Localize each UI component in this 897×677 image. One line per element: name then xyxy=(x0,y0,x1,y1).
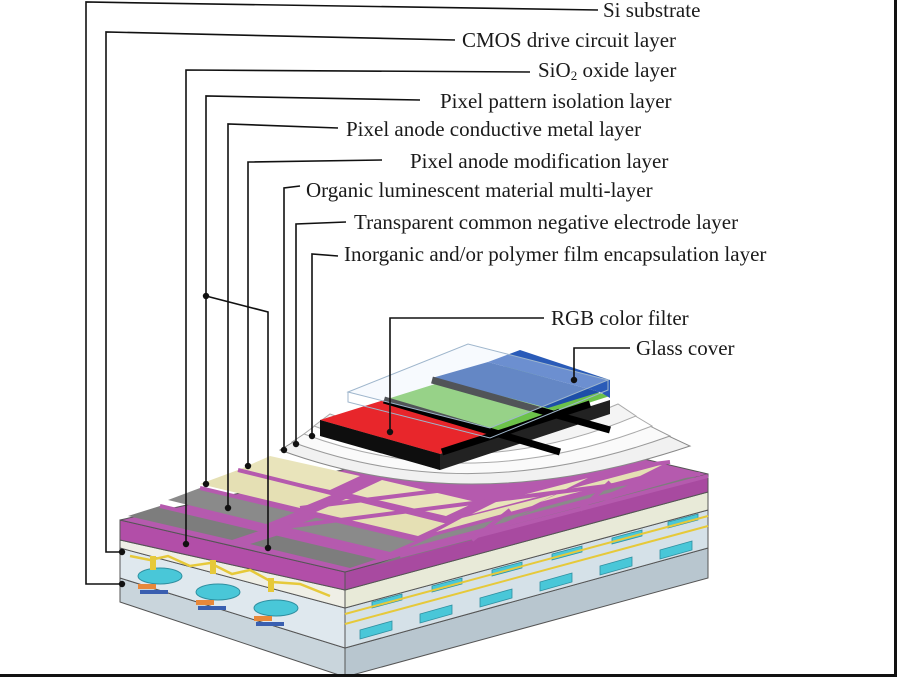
label-si-substrate: Si substrate xyxy=(603,0,701,22)
frame-bottom-edge xyxy=(0,674,897,677)
leader-endpoints xyxy=(118,292,578,588)
leader-pixel-anode-metal xyxy=(227,123,339,508)
label-sio2-oxide: SiO2 oxide layer xyxy=(538,58,677,83)
right-face-metal-lines xyxy=(344,515,709,625)
leader-pixel-anode-modification xyxy=(247,159,383,466)
green-filter xyxy=(384,380,560,434)
leader-anode-branch xyxy=(205,295,269,548)
label-sio2-subscript: 2 xyxy=(570,68,578,83)
label-sio2-prefix: SiO xyxy=(538,58,571,82)
blue-filter xyxy=(432,362,600,408)
label-glass-cover: Glass cover xyxy=(636,336,735,360)
leader-organic-luminescent xyxy=(283,185,301,450)
leader-encapsulation xyxy=(311,253,339,436)
label-pixel-pattern-isolation: Pixel pattern isolation layer xyxy=(440,89,672,113)
glass-cover xyxy=(346,343,610,439)
label-pixel-anode-metal: Pixel anode conductive metal layer xyxy=(346,117,642,141)
leader-rgb-color-filter xyxy=(389,317,544,432)
frame-right-edge xyxy=(894,0,897,677)
leader-glass-cover xyxy=(573,347,630,380)
label-sio2-suffix: oxide layer xyxy=(577,58,677,82)
leader-lines xyxy=(85,1,630,585)
leader-sio2-oxide xyxy=(185,69,531,544)
label-rgb-color-filter: RGB color filter xyxy=(551,306,689,330)
label-organic-luminescent: Organic luminescent material multi-layer xyxy=(306,178,653,202)
leader-cmos-drive-circuit xyxy=(105,31,456,553)
leader-si-substrate xyxy=(85,1,599,585)
rgb-color-filter xyxy=(320,350,611,470)
red-filter xyxy=(320,400,500,454)
leader-pixel-pattern-isolation xyxy=(205,95,421,484)
label-encapsulation: Inorganic and/or polymer film encapsulat… xyxy=(344,242,767,266)
label-transparent-electrode: Transparent common negative electrode la… xyxy=(354,210,739,234)
label-pixel-anode-modification: Pixel anode modification layer xyxy=(410,149,669,173)
label-cmos-drive-circuit: CMOS drive circuit layer xyxy=(462,28,677,52)
front-face-circuit-detail xyxy=(129,554,331,626)
leader-transparent-electrode xyxy=(295,221,347,444)
